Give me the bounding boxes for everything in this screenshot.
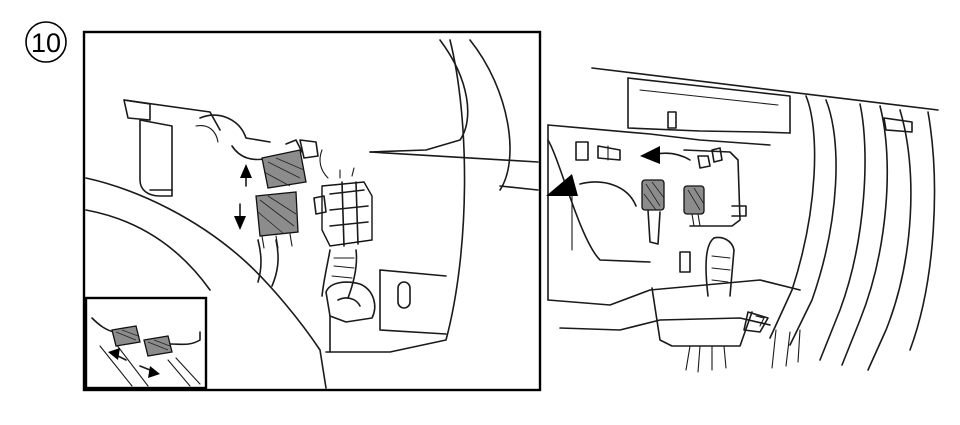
inset-frame [84, 296, 208, 390]
detail-drawing [85, 39, 539, 389]
pull-arrow-icon [640, 146, 691, 164]
step-number-circle [25, 21, 67, 63]
connector-icon [111, 325, 141, 347]
connector-icon [313, 181, 373, 247]
connector-icon [143, 335, 173, 357]
overview-drawing [546, 67, 939, 373]
step-number-badge: 10 [25, 21, 67, 63]
connector-icon [683, 185, 705, 227]
disconnect-arrow-icon [240, 164, 252, 187]
disconnect-arrow-icon [108, 348, 127, 361]
connector-icon [641, 179, 665, 245]
disconnect-arrow-icon [234, 203, 246, 230]
rotate-arrow-icon [546, 174, 637, 207]
connector-icon [255, 191, 299, 249]
step-number-label: 10 [31, 28, 61, 58]
disconnect-arrow-icon [139, 365, 160, 378]
connector-icon [261, 139, 307, 189]
